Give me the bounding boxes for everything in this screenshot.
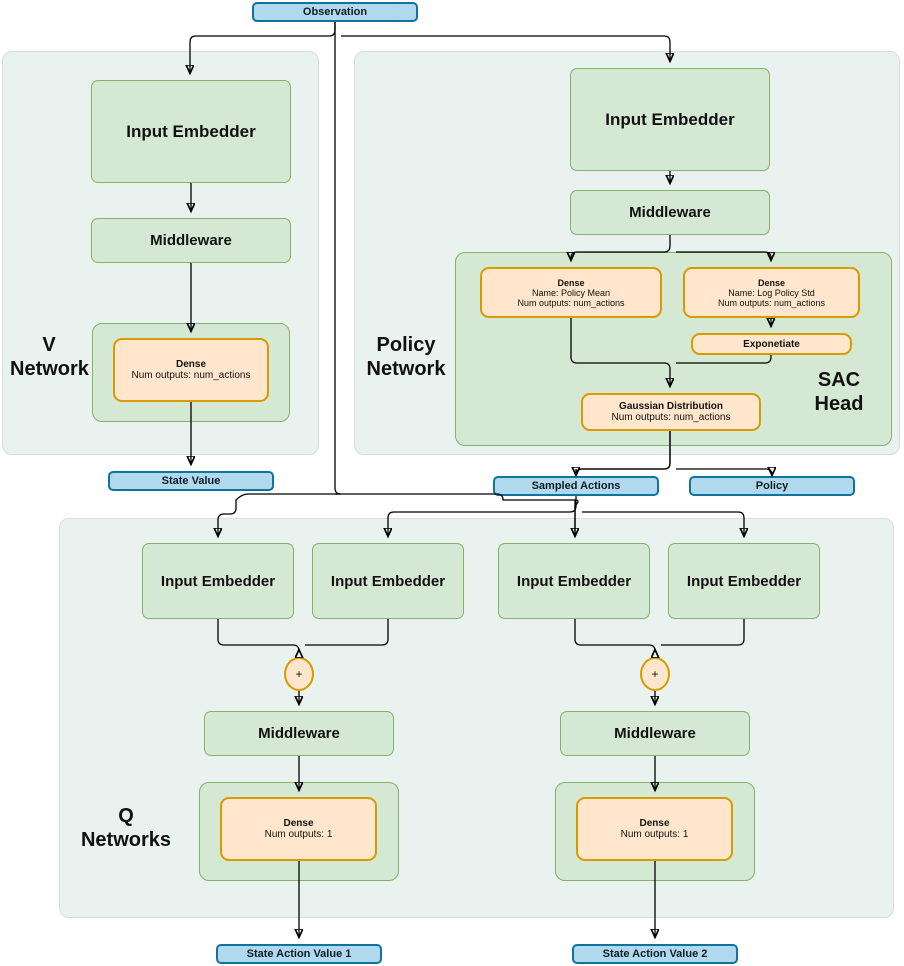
- q2-dense-line1: Num outputs: 1: [620, 829, 689, 840]
- q1-middleware-label: Middleware: [258, 725, 340, 742]
- q1-adder[interactable]: +: [284, 657, 314, 691]
- io-state-action-value-2[interactable]: State Action Value 2: [572, 944, 738, 964]
- sac-dense-policy-mean-line1: Name: Policy Mean: [531, 287, 611, 298]
- policy-network-label: Policy Network: [366, 334, 446, 381]
- sac-dense-log-policy-std[interactable]: Dense Name: Log Policy Std Num outputs: …: [683, 267, 860, 318]
- io-policy[interactable]: Policy: [689, 476, 855, 496]
- policy-middleware-label: Middleware: [629, 204, 711, 221]
- policy-middleware[interactable]: Middleware: [570, 190, 770, 235]
- io-observation-label: Observation: [302, 6, 368, 18]
- q2-middleware-label: Middleware: [614, 725, 696, 742]
- q2-middleware[interactable]: Middleware: [560, 711, 750, 756]
- io-state-action-value-2-label: State Action Value 2: [602, 948, 708, 960]
- sac-gaussian-distribution[interactable]: Gaussian Distribution Num outputs: num_a…: [581, 393, 761, 431]
- q2-input-embedder-a[interactable]: Input Embedder: [498, 543, 650, 619]
- sac-gaussian-line1: Num outputs: num_actions: [611, 412, 731, 423]
- v-dense[interactable]: Dense Num outputs: num_actions: [113, 338, 269, 402]
- sac-dense-policy-mean-title: Dense: [557, 277, 585, 288]
- sac-exponetiate-label: Exponetiate: [743, 338, 800, 350]
- v-input-embedder[interactable]: Input Embedder: [91, 80, 291, 183]
- q1-input-embedder-a-label: Input Embedder: [160, 572, 276, 590]
- io-state-value[interactable]: State Value: [108, 471, 274, 491]
- sac-dense-log-policy-std-line1: Name: Log Policy Std: [728, 287, 815, 298]
- q2-dense-title: Dense: [639, 818, 670, 829]
- sac-dense-log-policy-std-line2: Num outputs: num_actions: [717, 297, 826, 308]
- v-input-embedder-label: Input Embedder: [126, 121, 256, 141]
- q1-dense-line1: Num outputs: 1: [264, 829, 333, 840]
- q1-middleware[interactable]: Middleware: [204, 711, 394, 756]
- q2-dense[interactable]: Dense Num outputs: 1: [576, 797, 733, 861]
- q1-input-embedder-b[interactable]: Input Embedder: [312, 543, 464, 619]
- policy-input-embedder[interactable]: Input Embedder: [570, 68, 770, 171]
- sac-head-label: SAC Head: [814, 369, 864, 416]
- sac-gaussian-title: Gaussian Distribution: [619, 401, 723, 412]
- q1-dense-title: Dense: [283, 818, 314, 829]
- v-middleware[interactable]: Middleware: [91, 218, 291, 263]
- wire-gauss-to-policy: [676, 469, 772, 475]
- io-state-value-label: State Value: [161, 475, 221, 487]
- q1-adder-label: +: [295, 667, 303, 681]
- policy-input-embedder-label: Input Embedder: [605, 109, 735, 129]
- sac-exponetiate[interactable]: Exponetiate: [691, 333, 852, 355]
- io-sampled-actions-label: Sampled Actions: [531, 480, 621, 492]
- sac-dense-log-policy-std-title: Dense: [757, 277, 785, 288]
- io-observation[interactable]: Observation: [252, 2, 418, 22]
- q2-input-embedder-a-label: Input Embedder: [516, 572, 632, 590]
- v-network-label: V Network: [10, 334, 89, 381]
- q-networks-label: Q Networks: [80, 805, 172, 852]
- v-dense-title: Dense: [175, 359, 206, 370]
- io-policy-label: Policy: [755, 480, 789, 492]
- io-state-action-value-1[interactable]: State Action Value 1: [216, 944, 382, 964]
- io-sampled-actions[interactable]: Sampled Actions: [493, 476, 659, 496]
- q1-input-embedder-b-label: Input Embedder: [330, 572, 446, 590]
- sac-dense-policy-mean[interactable]: Dense Name: Policy Mean Num outputs: num…: [480, 267, 662, 318]
- v-dense-line1: Num outputs: num_actions: [131, 370, 251, 381]
- q2-input-embedder-b-label: Input Embedder: [686, 572, 802, 590]
- q2-adder-label: +: [651, 667, 659, 681]
- v-middleware-label: Middleware: [150, 232, 232, 249]
- io-state-action-value-1-label: State Action Value 1: [246, 948, 352, 960]
- sac-dense-policy-mean-line2: Num outputs: num_actions: [517, 297, 625, 308]
- q1-dense[interactable]: Dense Num outputs: 1: [220, 797, 377, 861]
- q1-input-embedder-a[interactable]: Input Embedder: [142, 543, 294, 619]
- q2-input-embedder-b[interactable]: Input Embedder: [668, 543, 820, 619]
- q2-adder[interactable]: +: [640, 657, 670, 691]
